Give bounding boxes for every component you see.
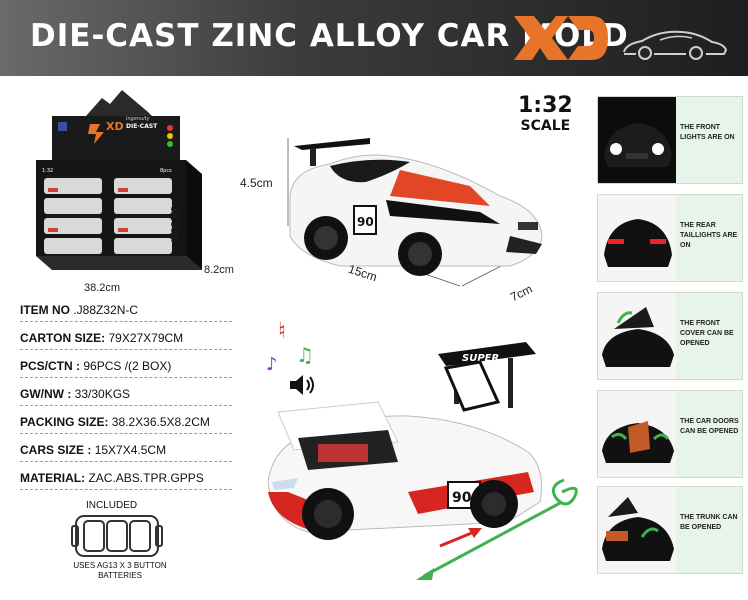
car-open-image: SUPER 90 bbox=[267, 342, 542, 540]
spec-label: ITEM NO bbox=[20, 303, 70, 317]
scale-ratio: 1:32 bbox=[518, 93, 573, 118]
feature-photo bbox=[598, 293, 676, 379]
spec-label: PCS/CTN : bbox=[20, 359, 80, 373]
svg-text:♫: ♫ bbox=[296, 343, 314, 367]
box-depth-dim: 36.5cm bbox=[168, 206, 180, 243]
feature-label: THE CAR DOORS CAN BE OPENED bbox=[680, 418, 739, 435]
spec-label: PACKING SIZE: bbox=[20, 415, 109, 429]
side-car-number: 90 bbox=[357, 215, 374, 229]
music-notes-icon: ♮ ♫ ♪ bbox=[266, 319, 314, 375]
motion-arrows-icon bbox=[416, 478, 578, 580]
battery-pack-icon bbox=[71, 515, 163, 557]
feature-photo bbox=[598, 97, 676, 183]
spec-value: 33/30KGS bbox=[74, 387, 131, 401]
box-subtitle: Ingenuity bbox=[126, 116, 151, 122]
feature-front-lights: THE FRONT LIGHTS ARE ON bbox=[597, 96, 743, 184]
scale-label: 1:32 SCALE bbox=[518, 95, 573, 135]
header-banner: DIE-CAST ZINC ALLOY CAR MOLD bbox=[0, 0, 748, 76]
spec-row-carton-size: CARTON SIZE: 79X27X79CM bbox=[20, 326, 232, 350]
scale-word: SCALE bbox=[520, 118, 571, 134]
box-width-dim: 38.2cm bbox=[84, 282, 121, 294]
car-height-dim: 4.5cm bbox=[240, 176, 273, 190]
spec-value: 96PCS /(2 BOX) bbox=[83, 359, 172, 373]
feature-label: THE TRUNK CAN BE OPENED bbox=[680, 514, 738, 531]
spec-value: .J88Z32N-C bbox=[73, 303, 139, 317]
spec-row-gw-nw: GW/NW : 33/30KGS bbox=[20, 382, 232, 406]
feature-rear-taillights: THE REAR TAILLIGHTS ARE ON bbox=[597, 194, 743, 282]
car-side-image: 90 bbox=[287, 138, 543, 287]
spec-value: 79X27X79CM bbox=[108, 331, 184, 345]
included-note: USES AG13 X 3 BUTTON BATTERIES bbox=[73, 561, 167, 580]
box-scale-badge: 1:32 bbox=[42, 168, 53, 174]
wing-text: SUPER bbox=[462, 353, 499, 364]
spec-row-item-no: ITEM NO .J88Z32N-C bbox=[20, 298, 232, 322]
big-car-number: 90 bbox=[452, 490, 472, 506]
car-outline-icon bbox=[623, 30, 728, 60]
svg-text:♪: ♪ bbox=[266, 354, 278, 375]
spec-label: MATERIAL: bbox=[20, 471, 86, 485]
feature-label: THE FRONT COVER CAN BE OPENED bbox=[680, 320, 734, 347]
brand-logo bbox=[514, 16, 608, 60]
spec-row-material: MATERIAL: ZAC.ABS.TPR.GPPS bbox=[20, 466, 232, 490]
spec-row-cars-size: CARS SIZE : 15X7X4.5CM bbox=[20, 438, 232, 462]
spec-row-packing-size: PACKING SIZE: 38.2X36.5X8.2CM bbox=[20, 410, 232, 434]
box-height-dim: 8.2cm bbox=[204, 264, 234, 276]
feature-label: THE FRONT LIGHTS ARE ON bbox=[680, 124, 735, 141]
feature-photo bbox=[598, 487, 676, 573]
spec-label: CARTON SIZE: bbox=[20, 331, 106, 345]
spec-row-pcs-ctn: PCS/CTN : 96PCS /(2 BOX) bbox=[20, 354, 232, 378]
included-title: INCLUDED bbox=[86, 500, 138, 511]
box-tagline: DIE-CAST bbox=[126, 123, 158, 130]
feature-front-cover: THE FRONT COVER CAN BE OPENED bbox=[597, 292, 743, 380]
spec-label: GW/NW : bbox=[20, 387, 72, 401]
feature-photo bbox=[598, 391, 676, 477]
feature-photo bbox=[598, 195, 676, 281]
spec-label: CARS SIZE : bbox=[20, 443, 92, 457]
spec-value: 38.2X36.5X8.2CM bbox=[111, 415, 210, 429]
feature-trunk: THE TRUNK CAN BE OPENED bbox=[597, 486, 743, 574]
speaker-icon bbox=[290, 375, 314, 395]
display-box-image: XD Ingenuity DIE-CAST 1:32 8pcs bbox=[36, 90, 202, 270]
spec-value: ZAC.ABS.TPR.GPPS bbox=[88, 471, 204, 485]
box-pcs: 8pcs bbox=[160, 168, 172, 174]
box-brand: XD bbox=[106, 120, 124, 133]
svg-text:♮: ♮ bbox=[278, 319, 286, 344]
feature-label: THE REAR TAILLIGHTS ARE ON bbox=[680, 222, 738, 249]
spec-value: 15X7X4.5CM bbox=[94, 443, 167, 457]
feature-car-doors: THE CAR DOORS CAN BE OPENED bbox=[597, 390, 743, 478]
